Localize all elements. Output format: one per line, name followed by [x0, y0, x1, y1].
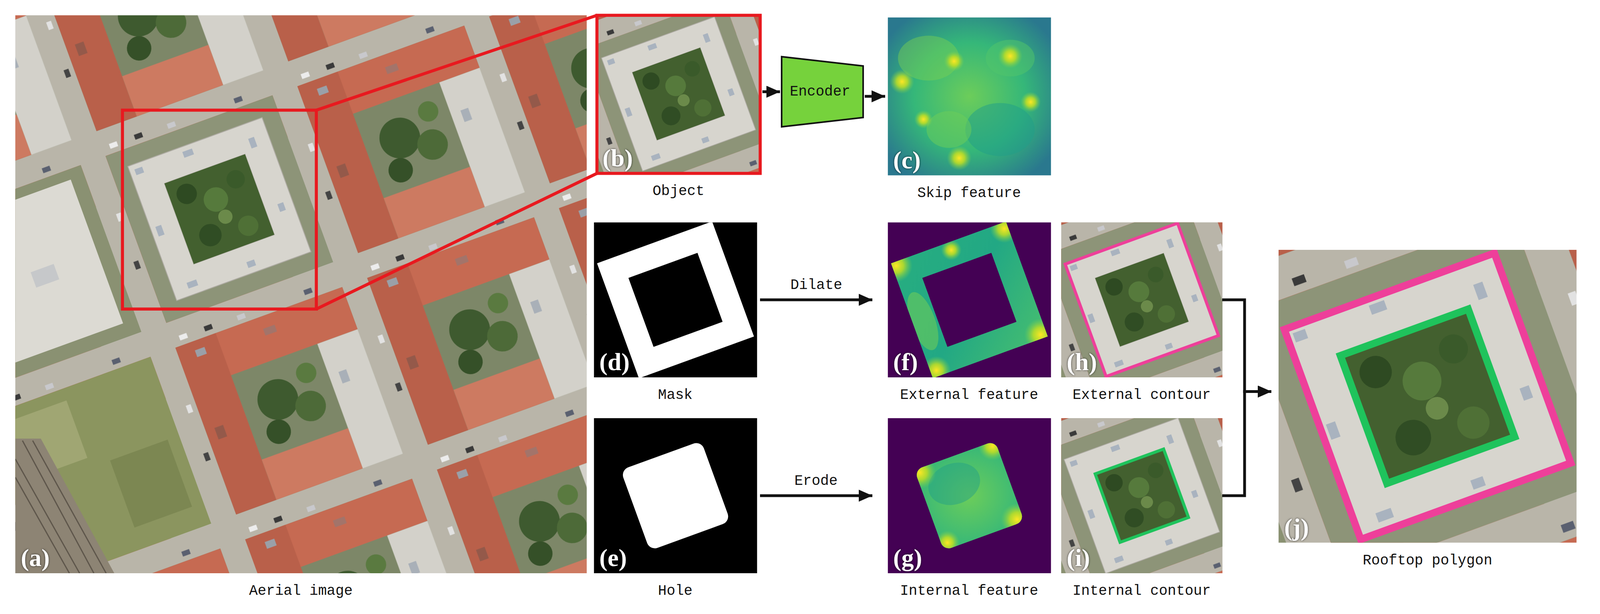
panel-letter: (a) — [20, 545, 50, 571]
rooftop-polygon-panel: (j)Rooftop polygon — [1278, 249, 1577, 543]
object-frame — [596, 15, 761, 174]
internal-feature-map — [865, 395, 1073, 597]
hole-panel: (e)Hole — [593, 418, 757, 574]
external-feature-map — [865, 199, 1073, 401]
panel-letter: (b) — [602, 145, 633, 171]
connector-arrow — [864, 95, 886, 98]
panel-letter: (f) — [893, 349, 918, 375]
panel-caption: Mask — [658, 387, 693, 404]
connector-arrow — [760, 298, 873, 302]
encoder-block: Encoder — [780, 55, 864, 128]
panel-caption: External contour — [1072, 387, 1211, 404]
panel-caption: Hole — [658, 582, 693, 600]
panel-caption: Internal contour — [1072, 582, 1211, 600]
rooftop-polygon-image — [593, 0, 1600, 614]
panel-caption: Rooftop polygon — [1362, 552, 1493, 569]
skip-feature-panel: (c)Skip feature — [887, 17, 1051, 176]
aerial-image — [15, 15, 587, 574]
panel-letter: (h) — [1066, 349, 1098, 375]
connector-arrow — [1222, 391, 1272, 497]
object-panel: (b)Object — [596, 15, 761, 174]
edge-label: Erode — [794, 472, 838, 490]
panel-letter: (j) — [1284, 514, 1309, 540]
block-label: Encoder — [789, 83, 850, 100]
hole-image — [593, 418, 757, 574]
panel-letter: (i) — [1066, 545, 1091, 571]
panel-caption: External feature — [899, 387, 1039, 404]
encoder-trapezoid — [781, 56, 864, 127]
panel-caption: Aerial image — [249, 582, 353, 600]
mask-panel: (d)Mask — [593, 222, 757, 378]
connector-arrow — [760, 494, 873, 498]
zoom-frame — [122, 15, 597, 310]
panel-letter: (e) — [599, 545, 627, 571]
external-contour-panel: (h)External contour — [1061, 222, 1223, 378]
connector-arrow — [1222, 299, 1272, 392]
panel-letter: (c) — [893, 147, 921, 173]
panel-caption: Internal feature — [899, 582, 1039, 600]
panel-letter: (d) — [599, 349, 630, 375]
skip-feature-map — [887, 17, 1051, 176]
aerial-image-panel: (a)Aerial image — [15, 15, 587, 574]
connector-arrow — [762, 90, 781, 94]
edge-label: Dilate — [790, 277, 843, 294]
panel-caption: Object — [652, 183, 705, 200]
mask-image — [593, 221, 757, 379]
internal-contour-panel: (i)Internal contour — [1061, 418, 1223, 574]
internal-feature-panel: (g)Internal feature — [887, 418, 1051, 574]
external-feature-panel: (f)External feature — [887, 222, 1051, 378]
panel-letter: (g) — [893, 545, 922, 571]
panel-caption: Skip feature — [917, 185, 1021, 202]
